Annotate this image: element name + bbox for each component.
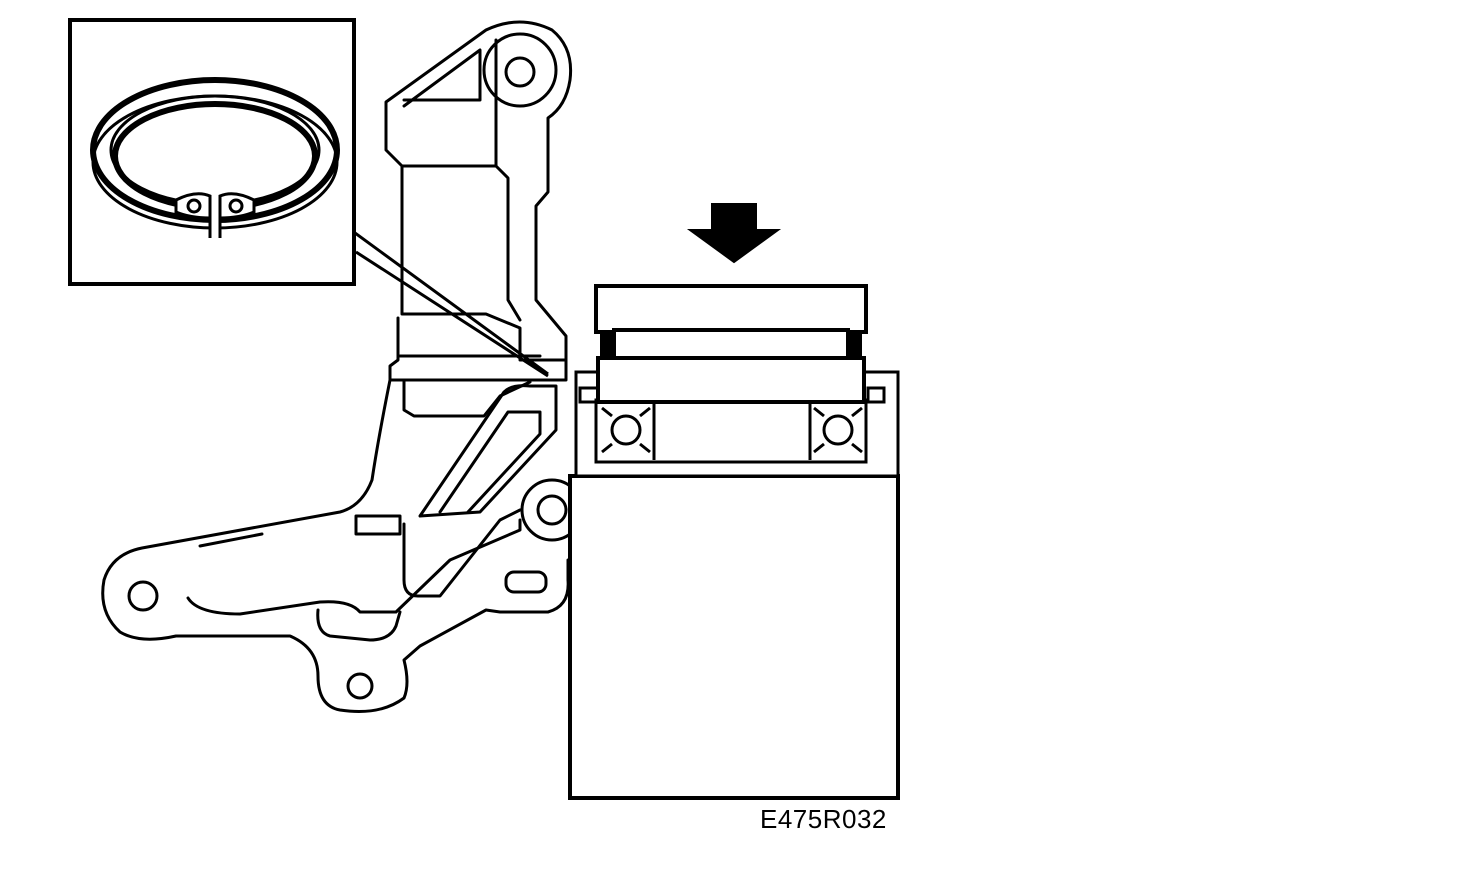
figure-reference-code: E475R032: [760, 804, 887, 834]
knuckle-upper-eye-outer: [482, 32, 558, 108]
press-drift-tool: [594, 284, 868, 404]
knuckle-left-eye: [127, 580, 159, 612]
bearing-ball-right: [822, 414, 854, 446]
knuckle-neck-3: [402, 378, 532, 418]
knuckle-lower-body: [101, 378, 570, 713]
knuckle-slot: [316, 608, 402, 642]
knuckle-small-slot: [504, 570, 548, 594]
knuckle-diagonal-rib: [418, 384, 558, 518]
knuckle-neck: [388, 316, 568, 382]
knuckle-upper-ridge-2: [402, 48, 482, 108]
circlip-detail: [68, 18, 549, 378]
knuckle-lower-rib-2: [402, 508, 522, 598]
bearing-ball-cage-right: [813, 406, 863, 454]
bearing-groove-right: [866, 386, 886, 404]
detail-leader-line: [339, 220, 549, 378]
knuckle-upper-eye: [504, 56, 536, 88]
press-direction-arrow: [686, 203, 782, 264]
bearing-inner-race-lines: [652, 402, 812, 460]
knuckle-upper-ridge: [400, 38, 522, 322]
circlip-lug-hole-left: [186, 198, 202, 214]
knuckle-lower-inner: [186, 518, 522, 616]
press-tool-top: [594, 284, 868, 334]
steering-knuckle: [101, 20, 584, 713]
knuckle-lower-rib: [354, 514, 402, 536]
circlip-gap: [209, 190, 221, 242]
press-tool-neck: [612, 328, 850, 362]
press-tool-base: [596, 356, 866, 404]
knuckle-edge-line: [198, 532, 264, 548]
bearing-ball-left: [610, 414, 642, 446]
knuckle-right-eye: [536, 494, 568, 526]
knuckle-diagonal-rib-2: [438, 410, 542, 514]
knuckle-upper-arm: [384, 20, 573, 362]
bearing-ball-cage-left: [601, 406, 651, 454]
knuckle-bottom-eye: [346, 672, 374, 700]
support-block: [568, 474, 900, 800]
circlip-lug-hole-right: [228, 198, 244, 214]
